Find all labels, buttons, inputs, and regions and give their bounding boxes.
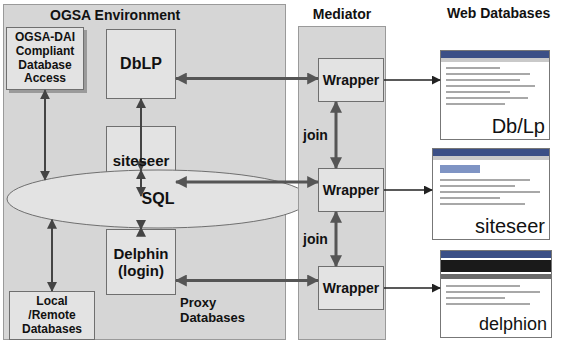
screenshot-frame — [433, 149, 550, 240]
screenshot-figure — [441, 51, 550, 140]
connector-arrow — [51, 220, 53, 291]
access-box: OGSA-DAI Compliant Database Access — [6, 27, 84, 90]
node-text: siteseer — [473, 215, 547, 237]
node-text: OGSA-DAI Compliant Database Access — [10, 31, 80, 86]
node-text: SQL — [142, 190, 175, 208]
connector-arrow — [176, 77, 318, 80]
node-text: Delphin (login) — [110, 245, 172, 280]
screenshot-lines — [440, 180, 540, 204]
screenshot-figure — [433, 149, 550, 240]
screenshot-frame — [441, 51, 550, 140]
connector-arrow — [176, 279, 318, 282]
connector-arrow — [335, 102, 338, 168]
wrapper-box: Wrapper — [318, 58, 384, 102]
screenshot-lines — [446, 286, 540, 304]
web-screenshot: delphion — [440, 250, 552, 338]
node-text: siteseer — [113, 152, 170, 169]
join-label: join — [301, 231, 330, 247]
screenshot-titlebar — [433, 149, 549, 156]
connector-arrow — [384, 287, 440, 289]
proxy-box: Delphin (login) — [106, 229, 176, 295]
connector-arrow — [335, 212, 338, 266]
web-screenshot: siteseer — [432, 148, 550, 240]
mediator-band: MediatorWrapperWrapperWrapper — [298, 4, 386, 340]
screenshot-toolbar — [441, 58, 549, 62]
join-label: join — [301, 127, 330, 143]
node-text: DbLP — [120, 55, 162, 73]
web-screenshot: Db/Lp — [440, 50, 550, 140]
wrapper-box: Wrapper — [318, 168, 384, 212]
screenshot-logo — [440, 165, 480, 173]
screenshot-header — [441, 260, 551, 272]
node-text: delphion — [477, 315, 549, 335]
node-text: OGSA Environment — [50, 7, 285, 23]
proxy-box: DbLP — [106, 29, 176, 99]
node-text: Wrapper — [323, 72, 380, 88]
screenshot-titlebar — [441, 251, 551, 258]
connector-arrow — [140, 228, 142, 229]
connector-arrow — [384, 79, 440, 81]
connector-arrow — [44, 90, 46, 180]
group-label: Proxy Databases — [180, 296, 254, 326]
ellipse-shape — [7, 170, 309, 228]
node-text: Db/Lp — [490, 115, 547, 137]
wrapper-box: Wrapper — [318, 266, 384, 310]
node-text: Wrapper — [323, 280, 380, 296]
screenshot-toolbar — [433, 156, 549, 160]
screenshot-frame — [441, 251, 552, 338]
screenshot-lines — [446, 68, 535, 104]
node-text: Wrapper — [323, 182, 380, 198]
screenshot-menu — [441, 274, 551, 279]
connector-arrow — [384, 189, 432, 191]
database-box: Local /Remote Databases — [9, 291, 95, 340]
screenshot-figure — [441, 251, 552, 338]
node-text: Local /Remote Databases — [13, 295, 91, 336]
column-heading: Web Databases — [447, 5, 557, 21]
screenshot-titlebar — [441, 51, 549, 58]
connector-arrow — [176, 181, 318, 184]
node-text: Mediator — [298, 6, 386, 22]
